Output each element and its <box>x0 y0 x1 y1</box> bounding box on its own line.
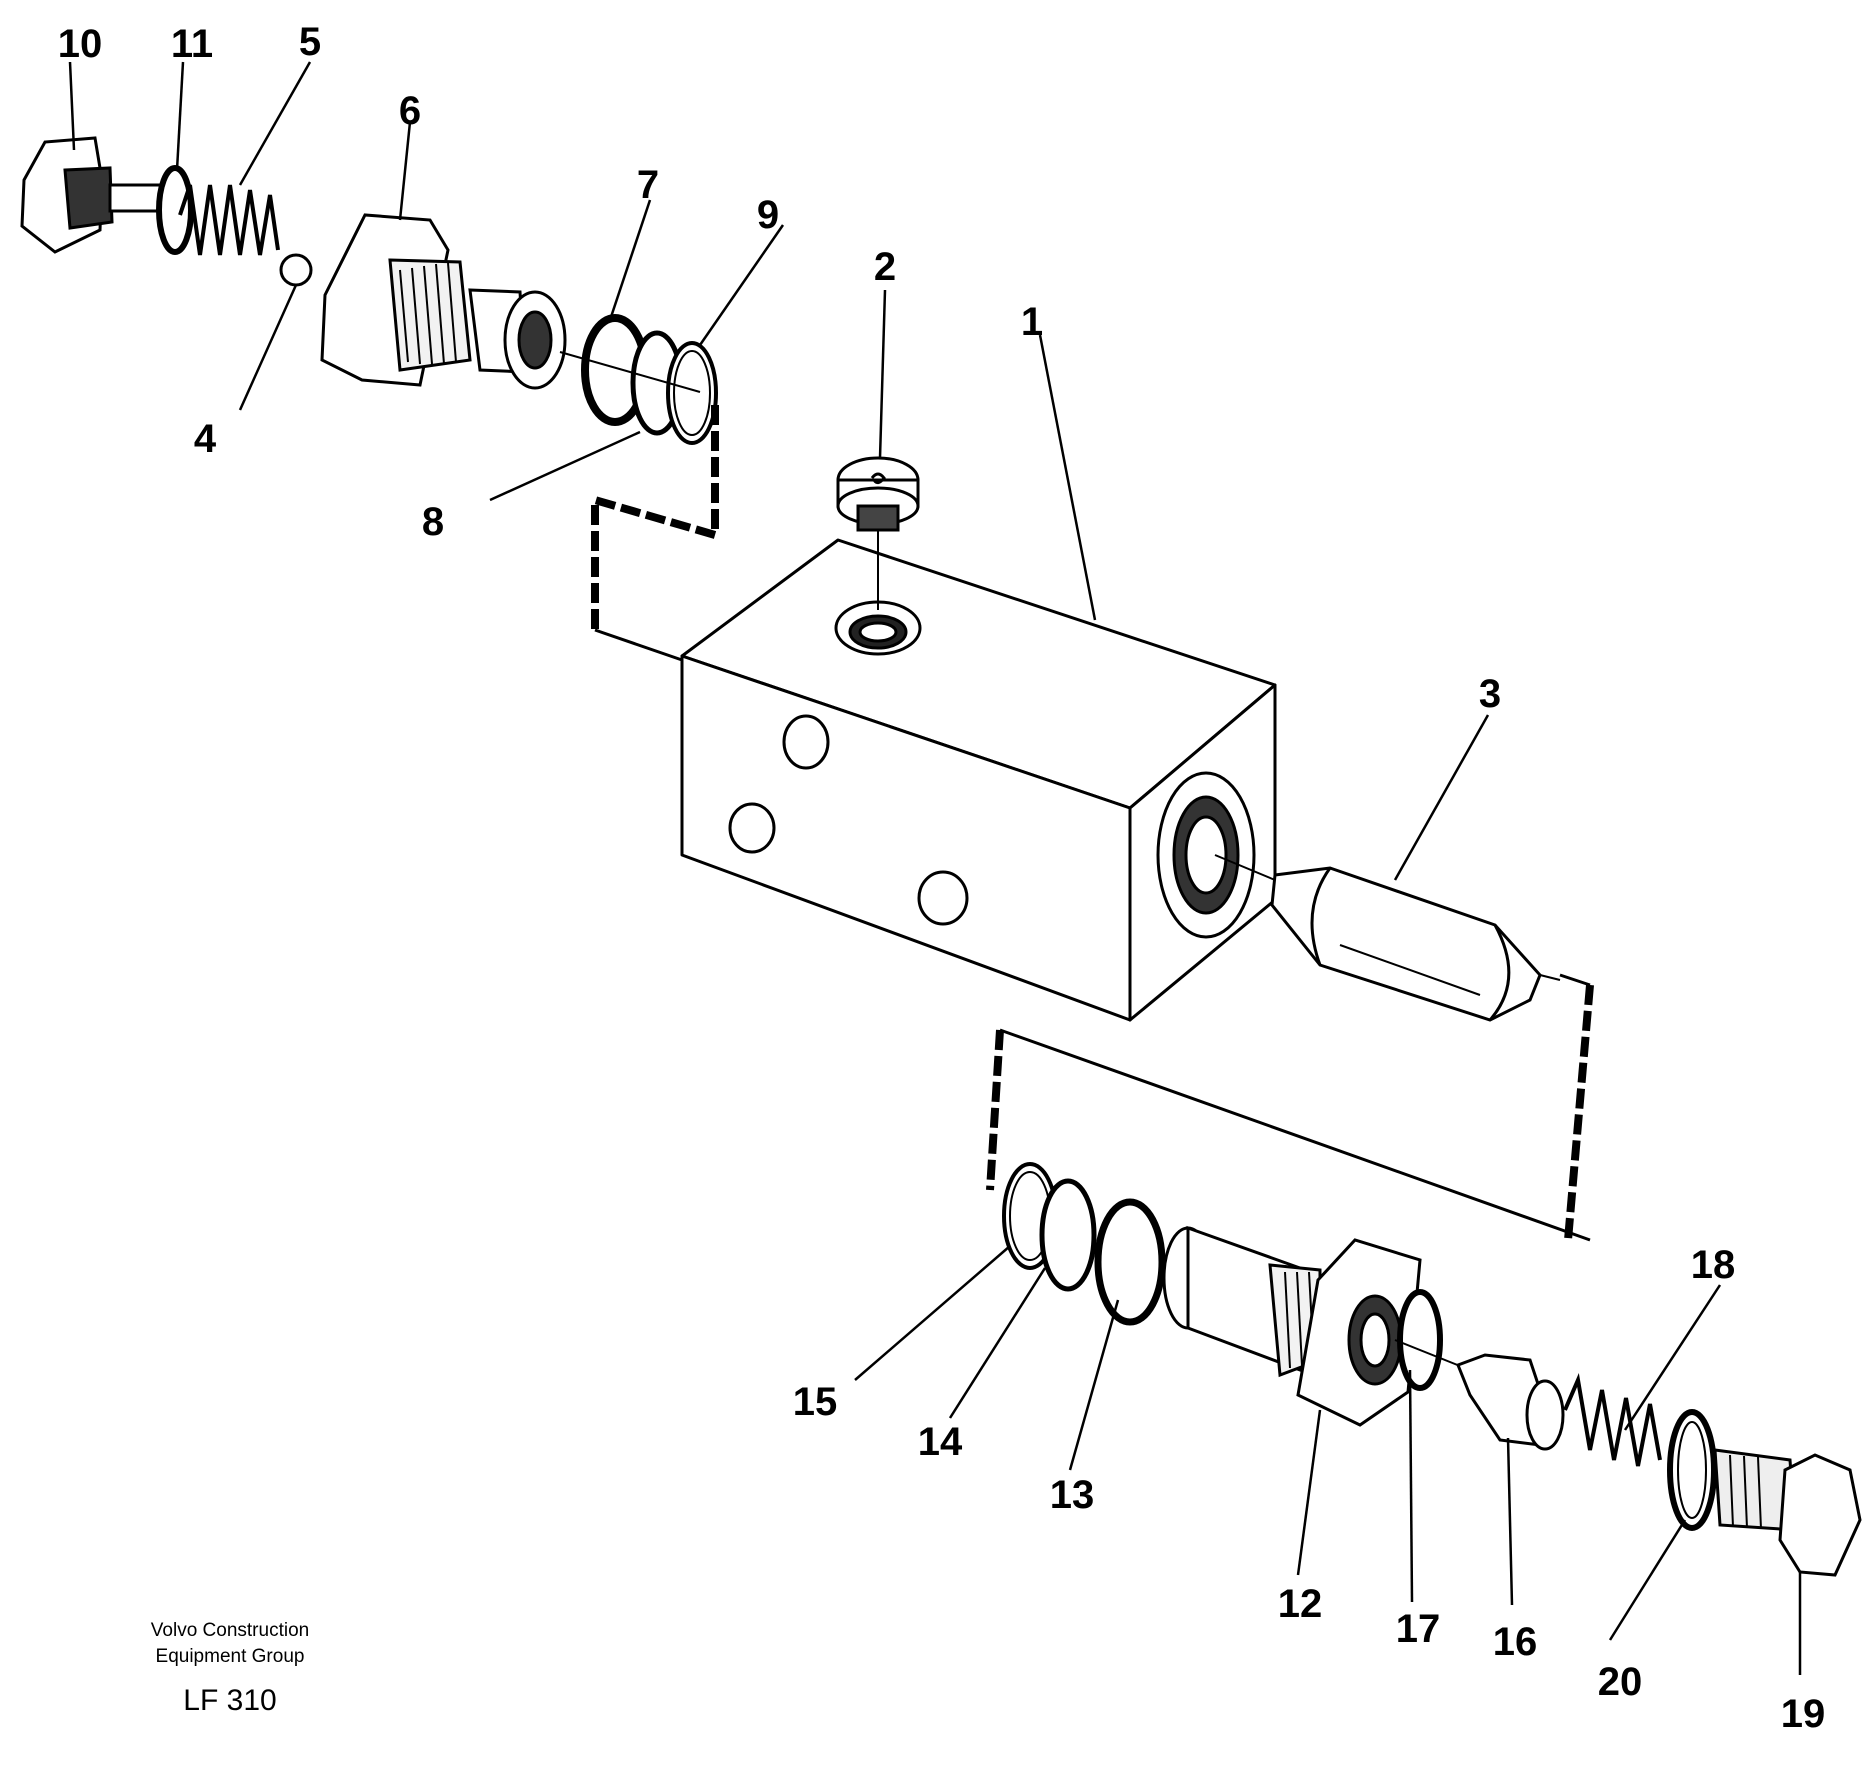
company-name-line-1: Volvo Construction <box>150 1620 310 1641</box>
lower-cartridge-assembly <box>1002 1162 1862 1577</box>
part-label-15: 15 <box>793 1380 838 1424</box>
company-name-line-2: Equipment Group <box>155 1646 305 1667</box>
part-label-14: 14 <box>918 1420 963 1464</box>
part-label-3: 3 <box>1479 672 1501 716</box>
part-label-10: 10 <box>58 22 103 66</box>
part-number-labels: 10 11 5 6 4 7 9 8 2 1 3 18 15 14 13 12 1… <box>58 20 1826 1736</box>
part-label-9: 9 <box>757 193 779 237</box>
assembly-connector-solid <box>594 628 1591 1242</box>
part-label-1: 1 <box>1021 300 1043 344</box>
part-label-17: 17 <box>1396 1607 1441 1651</box>
upper-cartridge-assembly <box>20 136 718 445</box>
valve-body <box>680 538 1277 1022</box>
assembly-connector-lines <box>591 405 1594 1241</box>
part-label-13: 13 <box>1050 1473 1095 1517</box>
part-label-18: 18 <box>1691 1243 1736 1287</box>
part-label-20: 20 <box>1598 1660 1643 1704</box>
part-label-11: 11 <box>171 22 213 66</box>
part-label-8: 8 <box>422 500 444 544</box>
filter-3 <box>1214 854 1561 1022</box>
drawing-footer: Volvo Construction Equipment Group LF 31… <box>95 1618 365 1718</box>
part-label-12: 12 <box>1278 1582 1323 1626</box>
part-label-19: 19 <box>1781 1692 1826 1736</box>
drawing-code: LF 310 <box>183 1684 277 1717</box>
part-label-7: 7 <box>637 163 659 207</box>
part-label-5: 5 <box>299 20 321 64</box>
part-label-6: 6 <box>399 89 421 133</box>
part-label-4: 4 <box>194 417 217 461</box>
part-label-2: 2 <box>874 245 896 289</box>
leader-lines <box>68 61 1802 1675</box>
part-label-16: 16 <box>1493 1620 1538 1664</box>
plug-2 <box>836 456 920 610</box>
